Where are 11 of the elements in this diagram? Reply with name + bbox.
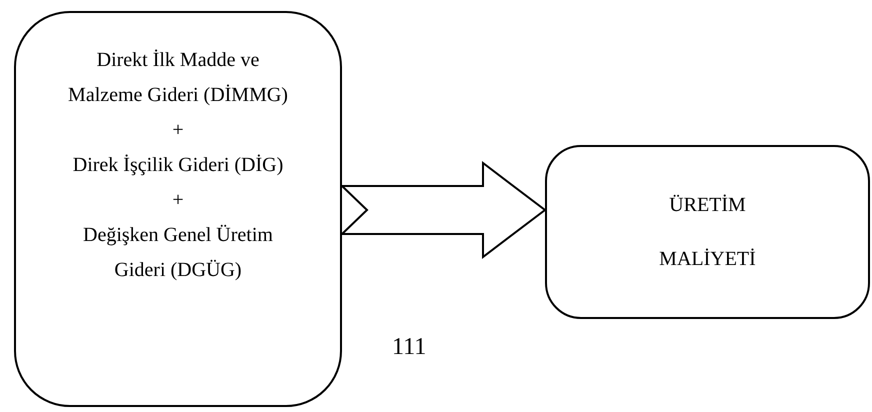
node-text: Değişken Genel Üretim Gideri (DGÜG) (82, 223, 274, 283)
page-number: 111 (392, 334, 426, 361)
rounded-box (545, 145, 870, 319)
node-text: Direkt İlk Madde ve Malzeme Gideri (DİMMG) (67, 48, 289, 108)
block-arrow (340, 160, 547, 260)
node-text: MALİYETİ (659, 247, 756, 272)
node-text: + (172, 118, 184, 143)
node-text: Direk İşçilik Gideri (DİG) (72, 153, 284, 178)
node-text: ÜRETİM (669, 193, 746, 218)
node-text: + (172, 188, 184, 213)
rounded-box (14, 11, 342, 407)
